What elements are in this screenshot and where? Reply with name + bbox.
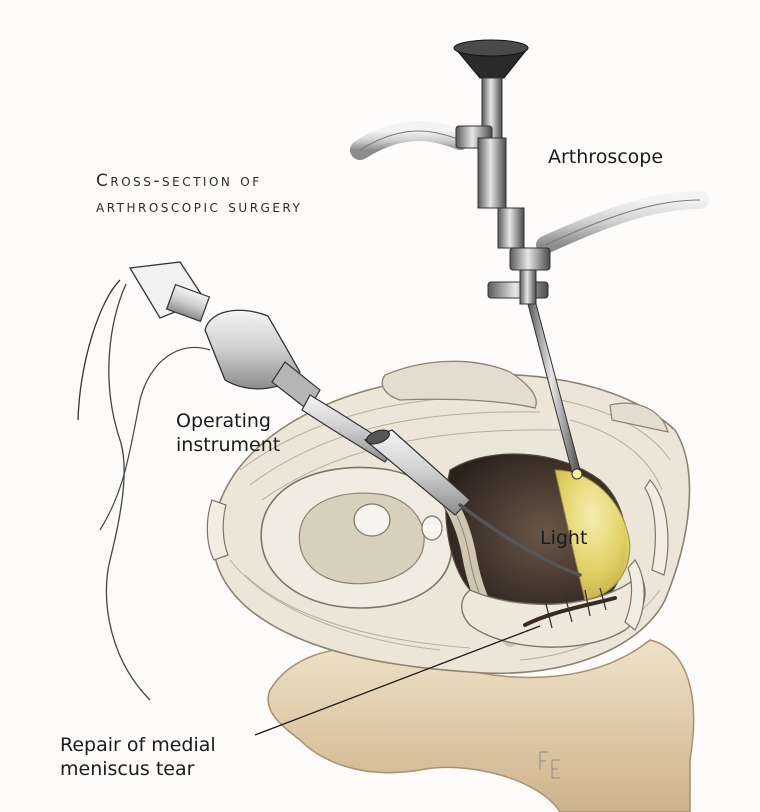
repair-leader-line (254, 625, 541, 736)
artist-signature (539, 751, 560, 779)
operating-instrument-label-line-1: Operating (176, 410, 271, 432)
meniscus-tear (523, 587, 617, 629)
operating-instrument (77, 261, 582, 701)
upper-tissue-flap (381, 360, 669, 433)
figure-title-line-1: Cross-section of (96, 171, 262, 191)
arthroscope (350, 39, 709, 480)
arthroscope-label: Arthroscope (548, 146, 664, 168)
capsule-side-flaps (206, 479, 669, 631)
lateral-meniscus (260, 466, 454, 609)
operating-instrument-label-line-2: instrument (176, 434, 281, 456)
light-glow (554, 469, 631, 601)
figure-title-line-2: arthroscopic surgery (96, 197, 303, 217)
repair-label-line-1: Repair of medial (60, 734, 216, 756)
light-label: Light (540, 527, 588, 549)
medial-meniscus (461, 469, 646, 648)
repair-label-line-2: meniscus tear (60, 758, 195, 780)
